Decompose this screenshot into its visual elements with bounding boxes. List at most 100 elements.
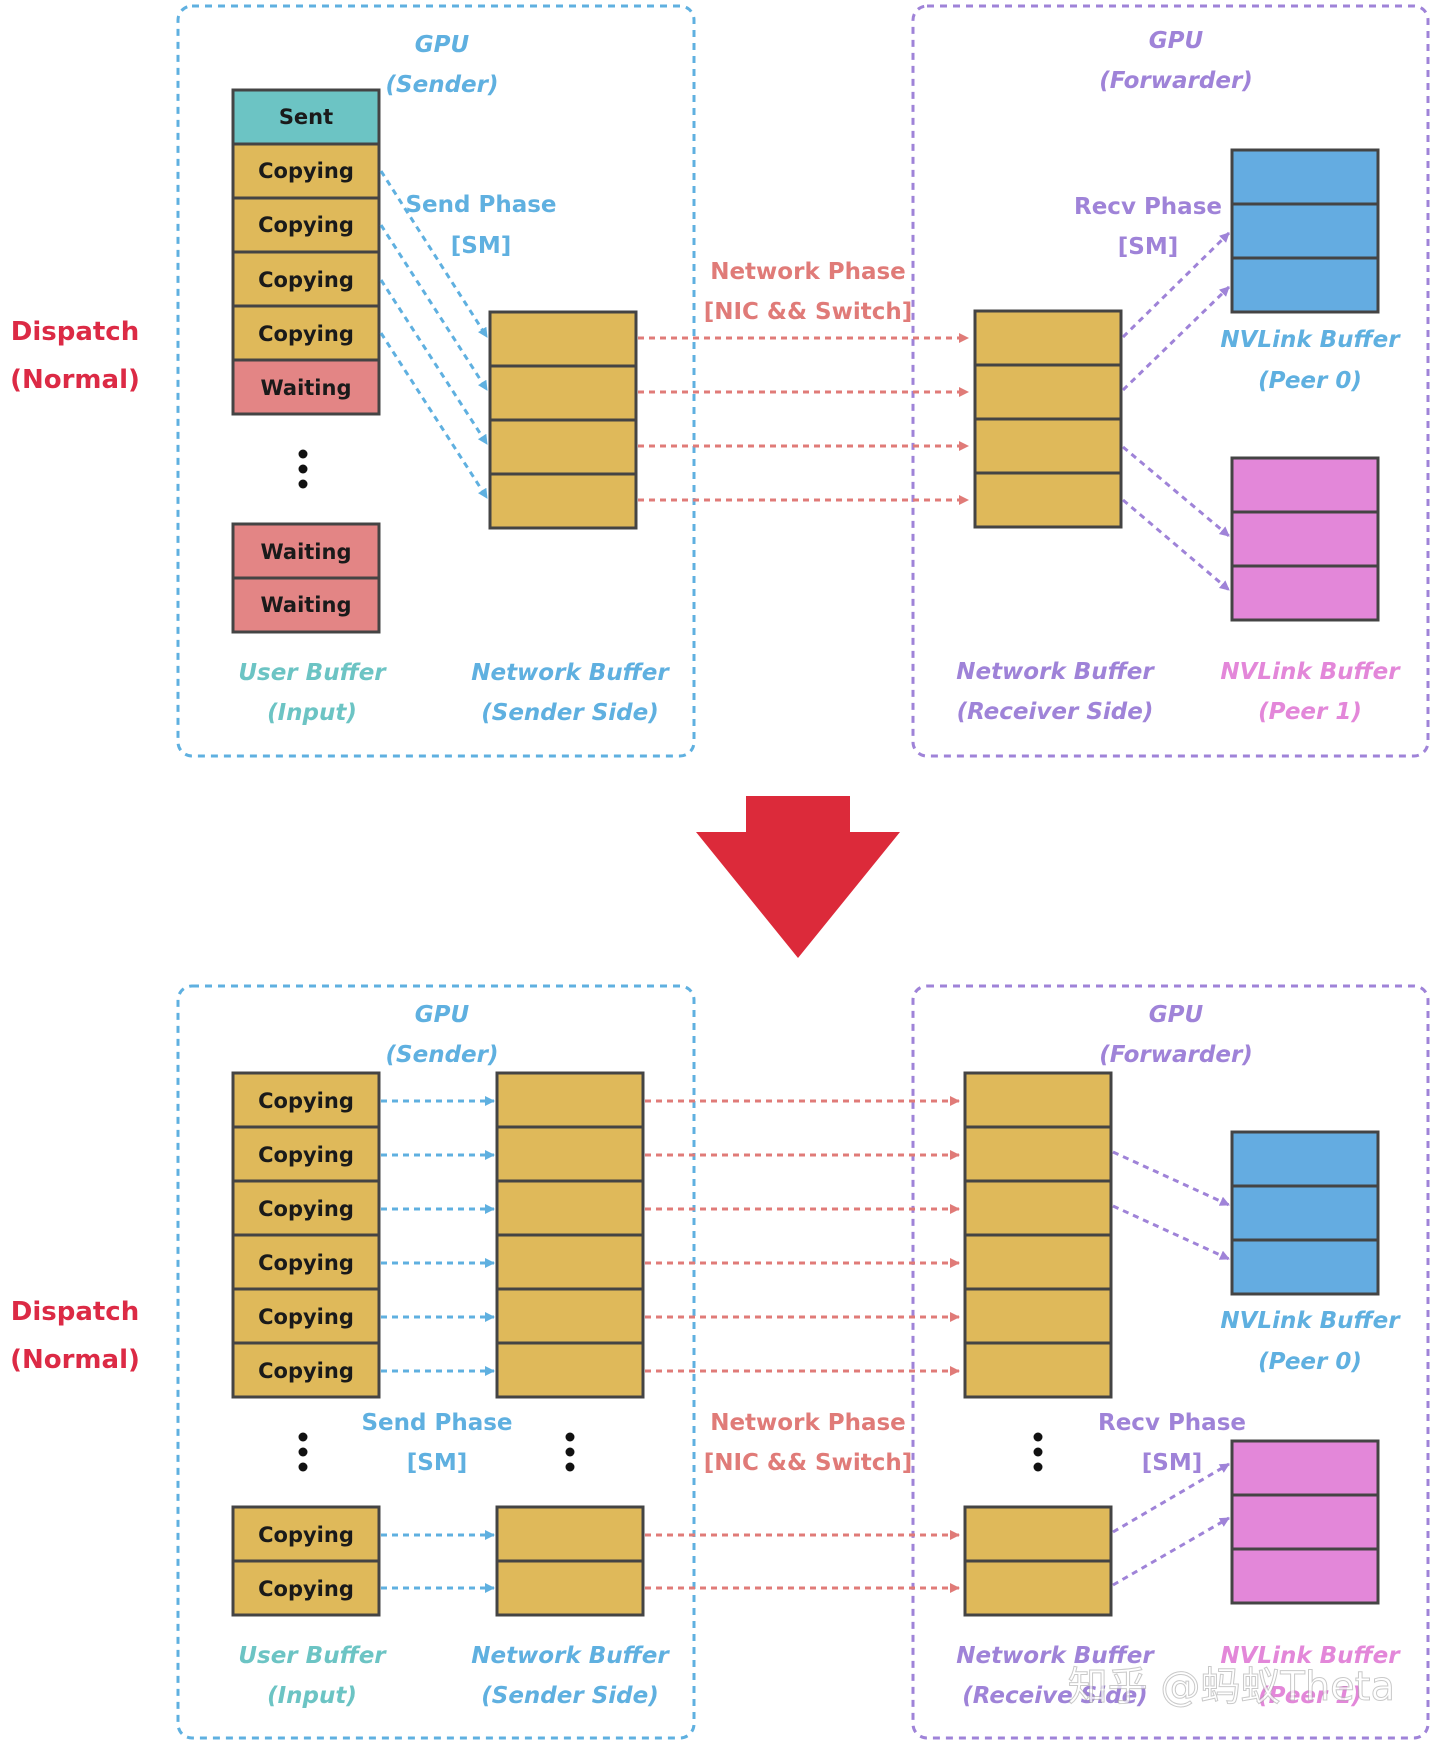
bottom-sender-gpu-title: GPU — [415, 1002, 470, 1028]
top-user-cell-4-label: Copying — [258, 322, 354, 346]
top-dispatch-title: Dispatch — [11, 317, 139, 347]
bottom-user-cell-5 — [231, 1341, 381, 1399]
top-forwarder-gpu-subtitle: (Forwarder) — [1099, 68, 1253, 94]
top-user-cell-2-label: Copying — [258, 213, 354, 237]
top-user-buffer-title: User Buffer — [238, 660, 387, 686]
top-sender-gpu-box — [176, 4, 696, 758]
bottom-sender-netbuf-subtitle: (Sender Side) — [481, 1683, 659, 1709]
top-user-cell-lower-0-label: Waiting — [260, 540, 351, 564]
top-nvlink-peer1-title: NVLink Buffer — [1220, 659, 1401, 685]
bottom-user-cell-3 — [231, 1233, 381, 1291]
top-user-cell-lower-1 — [231, 576, 381, 634]
top-sender-network-buffer — [488, 310, 638, 530]
bottom-panel: Dispatch (Normal) GPU (Sender) GPU (Forw… — [10, 984, 1430, 1740]
bottom-recv-phase-sub: [SM] — [1142, 1450, 1202, 1476]
top-receiver-netbuf-subtitle: (Receiver Side) — [957, 699, 1154, 725]
bottom-sender-gpu-box — [176, 984, 696, 1740]
top-network-arrows — [638, 333, 969, 505]
top-send-phase-sub: [SM] — [451, 233, 511, 259]
top-recv-phase-sub: [SM] — [1118, 234, 1178, 260]
bottom-user-cell-4 — [231, 1287, 381, 1345]
bottom-user-cell-3-label: Copying — [258, 1251, 354, 1275]
bottom-user-cell-lower-0-label: Copying — [258, 1523, 354, 1547]
top-send-arrows — [379, 170, 489, 499]
top-user-cell-3 — [231, 250, 381, 308]
bottom-network-phase-sub: [NIC && Switch] — [704, 1450, 913, 1476]
bottom-user-buffer-subtitle: (Input) — [267, 1683, 357, 1709]
bottom-user-cell-2-label: Copying — [258, 1197, 354, 1221]
top-user-cell-lower-1-label: Waiting — [260, 593, 351, 617]
top-sender-gpu-subtitle: (Sender) — [386, 72, 499, 98]
top-send-phase-label: Send Phase — [405, 192, 556, 218]
bottom-sender-gpu-subtitle: (Sender) — [386, 1042, 499, 1068]
top-nvlink-peer1-buffer — [1230, 456, 1380, 622]
bottom-recv-phase-label: Recv Phase — [1098, 1410, 1246, 1436]
top-user-buffer: Sent Copying Copying Copying Copying Wai… — [231, 88, 381, 634]
bottom-forwarder-gpu-title: GPU — [1149, 1002, 1204, 1028]
bottom-receiver-network-buffer — [963, 1071, 1113, 1617]
top-network-phase-label: Network Phase — [710, 259, 906, 285]
bottom-receiver-netbuf-ellipsis — [1033, 1432, 1043, 1472]
bottom-user-ellipsis — [298, 1432, 308, 1472]
bottom-sender-netbuf-ellipsis — [565, 1432, 575, 1472]
top-user-cell-2 — [231, 196, 381, 254]
top-forwarder-gpu-title: GPU — [1149, 28, 1204, 54]
bottom-dispatch-title: Dispatch — [11, 1297, 139, 1327]
top-sender-netbuf-subtitle: (Sender Side) — [481, 700, 659, 726]
top-user-buffer-subtitle: (Input) — [267, 700, 357, 726]
watermark: 知乎 @蚂蚁Theta — [1068, 1664, 1395, 1710]
bottom-user-cell-lower-1-label: Copying — [258, 1577, 354, 1601]
transition-down-arrow — [696, 796, 900, 958]
bottom-send-arrows — [381, 1096, 495, 1593]
top-nvlink-peer0-title: NVLink Buffer — [1220, 327, 1401, 353]
bottom-nvlink-peer0-title: NVLink Buffer — [1220, 1308, 1401, 1334]
top-nvlink-peer0-buffer — [1230, 148, 1380, 314]
bottom-dispatch-subtitle: (Normal) — [10, 1345, 140, 1375]
bottom-user-cell-lower-0 — [231, 1505, 381, 1563]
bottom-forwarder-gpu-subtitle: (Forwarder) — [1099, 1042, 1253, 1068]
bottom-nvlink-peer1-subtitle: (Peer 1) — [1258, 1683, 1362, 1709]
bottom-network-phase-label: Network Phase — [710, 1410, 906, 1436]
bottom-send-phase-sub: [SM] — [407, 1450, 467, 1476]
top-forwarder-gpu-box — [911, 4, 1430, 758]
top-sender-netbuf-title: Network Buffer — [471, 660, 670, 686]
bottom-user-buffer: Copying Copying Copying Copying Copying … — [231, 1071, 381, 1617]
top-receiver-network-buffer — [973, 309, 1123, 529]
bottom-nvlink-peer1-title: NVLink Buffer — [1220, 1643, 1401, 1669]
bottom-user-buffer-title: User Buffer — [238, 1643, 387, 1669]
top-user-cell-0-label: Sent — [279, 105, 333, 129]
bottom-user-cell-5-label: Copying — [258, 1359, 354, 1383]
bottom-user-cell-2 — [231, 1179, 381, 1237]
top-user-cell-lower-0 — [231, 522, 381, 580]
top-dispatch-subtitle: (Normal) — [10, 365, 140, 395]
bottom-send-phase-label: Send Phase — [361, 1410, 512, 1436]
top-user-ellipsis — [298, 449, 308, 489]
bottom-network-arrows — [645, 1096, 960, 1593]
bottom-forwarder-gpu-box — [911, 984, 1430, 1740]
bottom-nvlink-peer0-buffer — [1230, 1130, 1380, 1296]
top-panel: Dispatch (Normal) GPU (Sender) GPU (Forw… — [10, 4, 1430, 758]
top-user-cell-1-label: Copying — [258, 159, 354, 183]
bottom-user-cell-0 — [231, 1071, 381, 1129]
top-network-phase-sub: [NIC && Switch] — [704, 299, 913, 325]
top-sender-gpu-title: GPU — [415, 32, 470, 58]
bottom-receiver-netbuf-title: Network Buffer — [956, 1643, 1155, 1669]
bottom-user-cell-4-label: Copying — [258, 1305, 354, 1329]
top-recv-phase-label: Recv Phase — [1074, 194, 1222, 220]
top-receiver-netbuf-title: Network Buffer — [956, 659, 1155, 685]
bottom-nvlink-peer1-buffer — [1230, 1439, 1380, 1605]
bottom-user-cell-0-label: Copying — [258, 1089, 354, 1113]
top-nvlink-peer1-subtitle: (Peer 1) — [1258, 699, 1362, 725]
bottom-user-cell-lower-1 — [231, 1559, 381, 1617]
bottom-recv-arrows — [1112, 1150, 1230, 1587]
top-user-cell-5-label: Waiting — [260, 376, 351, 400]
top-user-cell-3-label: Copying — [258, 268, 354, 292]
top-recv-arrows — [1121, 231, 1231, 592]
bottom-nvlink-peer0-subtitle: (Peer 0) — [1258, 1349, 1362, 1375]
bottom-sender-network-buffer — [495, 1071, 645, 1617]
top-nvlink-peer0-subtitle: (Peer 0) — [1258, 368, 1362, 394]
bottom-receiver-netbuf-subtitle: (Receive Side) — [962, 1683, 1147, 1709]
top-user-cell-5 — [231, 358, 381, 416]
bottom-sender-netbuf-title: Network Buffer — [471, 1643, 670, 1669]
